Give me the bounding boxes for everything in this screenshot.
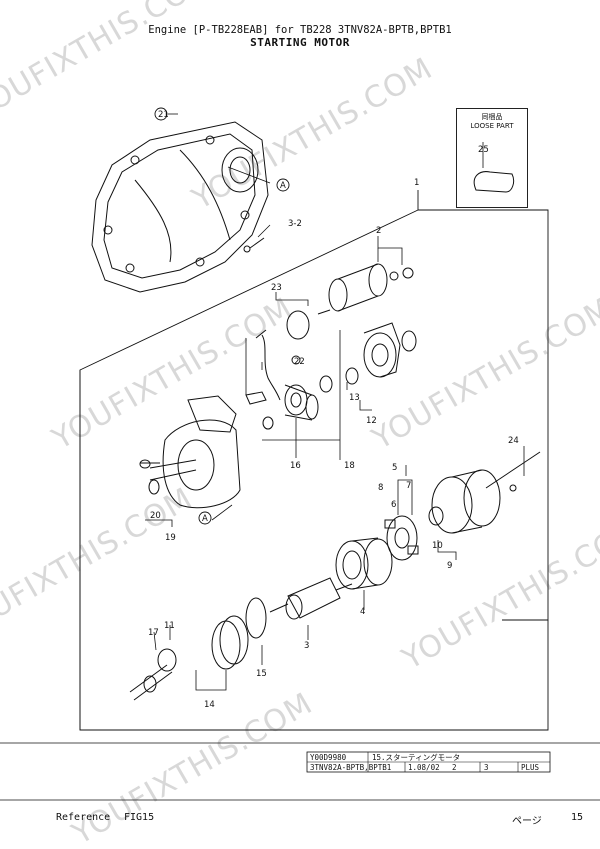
armature bbox=[269, 577, 353, 620]
callout-2: 2 bbox=[376, 226, 381, 236]
misc-parts bbox=[140, 171, 515, 464]
callout-13: 13 bbox=[349, 393, 360, 403]
loose-part-title-en: LOOSE PART bbox=[470, 122, 514, 130]
callout-24: 3-2 bbox=[288, 219, 302, 229]
assembly-outline bbox=[79, 190, 549, 731]
field-coil bbox=[335, 537, 393, 590]
callout-23: 24 bbox=[508, 436, 519, 446]
callout-10: 10 bbox=[432, 541, 443, 551]
gear-housing bbox=[319, 322, 417, 393]
loose-part-title-jp: 同梱品 bbox=[481, 113, 503, 121]
callout-3-2: 21 bbox=[158, 110, 169, 120]
callout-A-bottom: A bbox=[202, 514, 208, 524]
watermark-2: YOUFIXTHIS.COM bbox=[186, 51, 439, 217]
callout-25: 25 bbox=[478, 145, 489, 155]
callout-22: 23 bbox=[271, 283, 282, 293]
title-block-code: Y00D9980 bbox=[310, 753, 347, 762]
watermark-1: YOUFIXTHIS.COM bbox=[0, 0, 219, 127]
footer-page-word: ページ bbox=[512, 816, 542, 827]
callout-1: 1 bbox=[414, 178, 419, 188]
brush-holder bbox=[384, 515, 419, 561]
callout-7: 7 bbox=[406, 481, 411, 491]
watermark-6: YOUFIXTHIS.COM bbox=[396, 511, 600, 677]
callout-19: 19 bbox=[165, 533, 176, 543]
drive-housing bbox=[139, 395, 241, 509]
shift-lever bbox=[245, 310, 310, 405]
footer-reference: Reference bbox=[56, 812, 111, 823]
diagram-title: Engine [P-TB228EAB] for TB228 3TNV82A-BP… bbox=[148, 24, 452, 36]
diagram-subtitle: STARTING MOTOR bbox=[250, 36, 350, 49]
callout-5: 5 bbox=[392, 463, 397, 473]
callout-9: 9 bbox=[447, 561, 452, 571]
callout-8: 8 bbox=[378, 483, 383, 493]
title-block-status: PLUS bbox=[521, 763, 540, 772]
title-block-model: 3TNV82A-BPTB,BPTB1 bbox=[310, 763, 391, 772]
watermark-4: YOUFIXTHIS.COM bbox=[366, 291, 600, 457]
flywheel-housing bbox=[91, 121, 269, 293]
footer-figure: FIG15 bbox=[124, 812, 155, 823]
footer-page-number: 15 bbox=[571, 812, 584, 823]
callout-18: 18 bbox=[344, 461, 355, 471]
title-block-num-a: 2 bbox=[452, 763, 457, 772]
loose-part-box: 同梱品 LOOSE PART bbox=[456, 108, 528, 208]
callout-17: 17 bbox=[148, 628, 159, 638]
callout-14: 14 bbox=[204, 700, 215, 710]
solenoid-switch bbox=[317, 263, 414, 315]
callout-16: 16 bbox=[290, 461, 301, 471]
callout-6: 6 bbox=[391, 500, 396, 510]
callout-11: 11 bbox=[164, 621, 175, 631]
callout-15: 15 bbox=[256, 669, 267, 679]
title-block-section: 15.スターティングモータ bbox=[372, 752, 460, 762]
watermark-7: YOUFIXTHIS.COM bbox=[66, 686, 319, 849]
pinion-shaft bbox=[129, 648, 177, 701]
overrunning-clutch bbox=[262, 384, 319, 430]
callout-20: 20 bbox=[150, 511, 161, 521]
title-block-num-b: 3 bbox=[484, 763, 489, 772]
callout-A-top: A bbox=[280, 181, 286, 191]
callout-21: 22 bbox=[294, 357, 305, 367]
frame-yoke bbox=[428, 451, 541, 534]
title-block: Y00D9980 15.スターティングモータ 3TNV82A-BPTB,BPTB… bbox=[0, 742, 600, 801]
callout-3: 3 bbox=[304, 641, 309, 651]
washer-plate bbox=[245, 597, 267, 639]
title-block-date: 1.08/02 bbox=[408, 763, 440, 772]
callout-12: 12 bbox=[366, 416, 377, 426]
callout-labels: 21 1 2 3 4 5 6 7 8 9 10 11 12 13 14 15 1… bbox=[148, 107, 519, 710]
callout-4: 4 bbox=[360, 607, 365, 617]
internal-gear bbox=[211, 615, 249, 670]
leader-lines bbox=[145, 113, 525, 691]
